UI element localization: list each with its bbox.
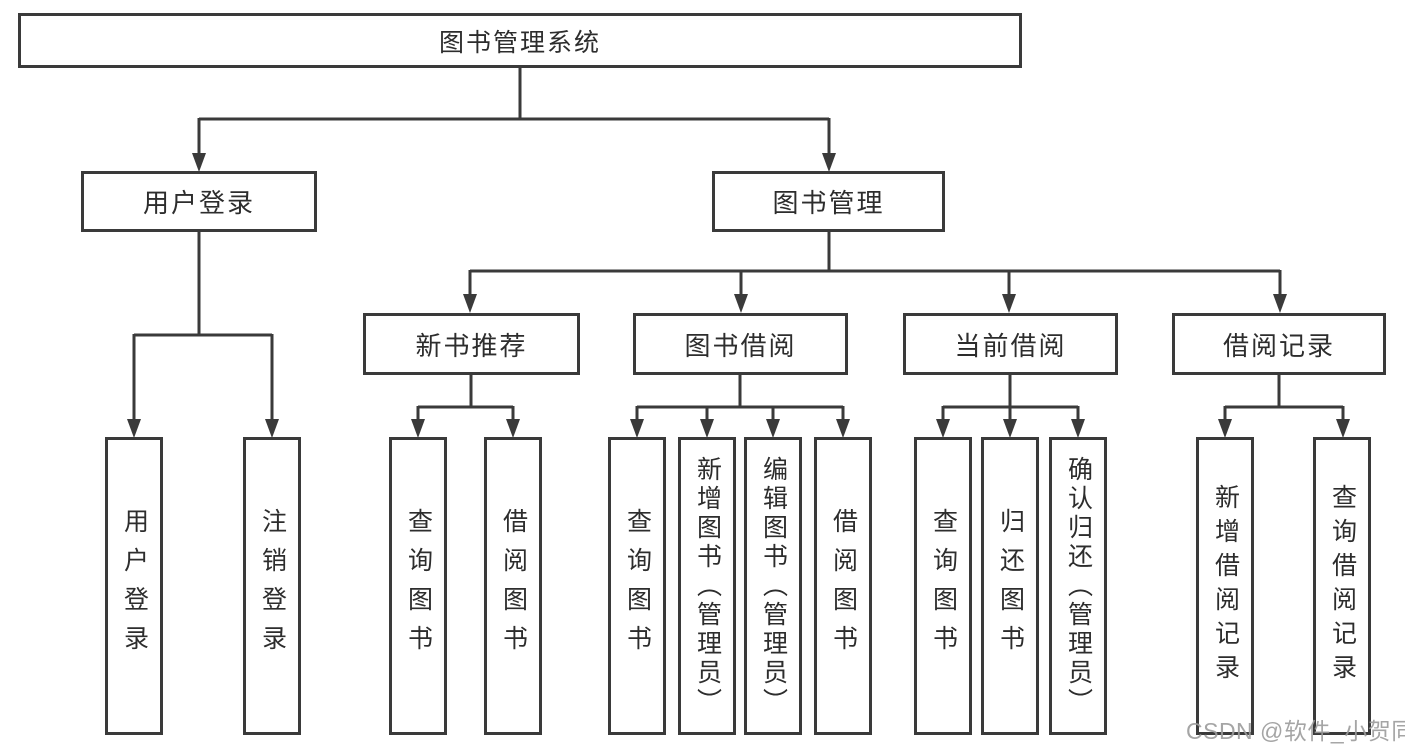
- node-label: 确认归还（管理员）: [1064, 455, 1093, 717]
- node-borrow-record: 借阅记录: [1172, 313, 1386, 375]
- leaf-borrow-book: 借阅图书: [814, 437, 872, 735]
- leaf-record-add: 新增借阅记录: [1196, 437, 1254, 735]
- node-label: 新书推荐: [415, 330, 528, 361]
- node-label: 用户登录: [142, 188, 255, 218]
- node-label: 当前借阅: [954, 330, 1067, 361]
- node-label: 借阅记录: [1222, 330, 1335, 361]
- node-label: 新增图书（管理员）: [693, 455, 722, 717]
- node-label: 新增借阅记录: [1211, 484, 1240, 688]
- node-label: 查询图书: [929, 508, 958, 664]
- node-root-system: 图书管理系统: [18, 13, 1022, 68]
- node-label: 借阅图书: [499, 508, 528, 664]
- node-label: 图书借阅: [684, 330, 797, 361]
- leaf-confirm-return-admin: 确认归还（管理员）: [1049, 437, 1107, 735]
- leaf-logout: 注销登录: [243, 437, 301, 735]
- node-current-borrow: 当前借阅: [903, 313, 1118, 375]
- node-label: 查询图书: [404, 508, 433, 664]
- node-label: 图书管理系统: [438, 28, 601, 57]
- node-label: 编辑图书（管理员）: [759, 455, 788, 717]
- leaf-borrow-add-admin: 新增图书（管理员）: [678, 437, 736, 735]
- node-label: 借阅图书: [829, 508, 858, 664]
- leaf-user-login: 用户登录: [105, 437, 163, 735]
- leaf-newbook-query: 查询图书: [389, 437, 447, 735]
- leaf-current-query: 查询图书: [914, 437, 972, 735]
- leaf-record-query: 查询借阅记录: [1313, 437, 1371, 735]
- leaf-borrow-edit-admin: 编辑图书（管理员）: [744, 437, 802, 735]
- node-book-borrow: 图书借阅: [633, 313, 848, 375]
- arrowhead-icons: [127, 153, 1350, 438]
- node-new-book-recommend: 新书推荐: [363, 313, 580, 375]
- leaf-newbook-borrow: 借阅图书: [484, 437, 542, 735]
- leaf-borrow-query: 查询图书: [608, 437, 666, 735]
- node-book-management: 图书管理: [712, 171, 945, 232]
- node-label: 查询图书: [623, 508, 652, 664]
- node-label: 图书管理: [772, 188, 885, 218]
- node-label: 查询借阅记录: [1328, 484, 1357, 688]
- leaf-return-book: 归还图书: [981, 437, 1039, 735]
- node-label: 注销登录: [258, 508, 287, 664]
- csdn-watermark: CSDN @软件_小贺同学: [1186, 718, 1405, 744]
- node-label: 用户登录: [120, 508, 149, 664]
- node-label: 归还图书: [996, 508, 1025, 664]
- node-user-login: 用户登录: [81, 171, 317, 232]
- connector-lines: [132, 68, 1345, 420]
